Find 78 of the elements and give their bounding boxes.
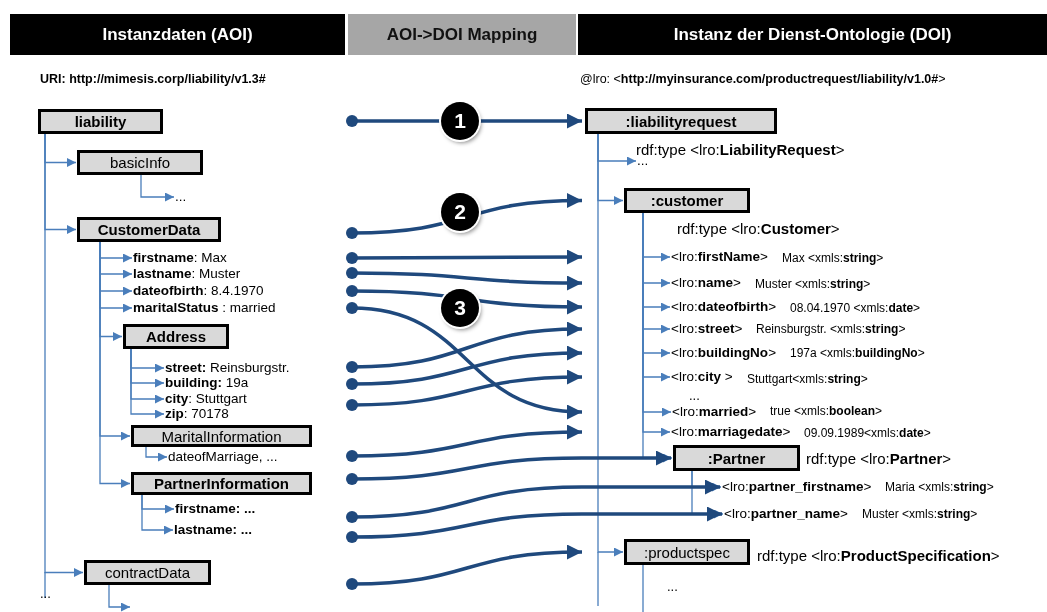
mapping-arrow bbox=[346, 267, 582, 291]
mapping-arrow bbox=[346, 321, 583, 373]
type-text: Muster <xmls:string> bbox=[755, 277, 871, 292]
tree-arrow bbox=[44, 133, 84, 577]
property-text: <lro:partner_name> bbox=[724, 506, 848, 522]
type-text: 197a <xmls:buildingNo> bbox=[790, 346, 925, 361]
property-text: <lro:street> bbox=[671, 321, 743, 337]
property-text: <lro:partner_firstname> bbox=[722, 479, 872, 495]
mapping-arrow bbox=[346, 544, 583, 590]
property-text: building: 19a bbox=[165, 375, 249, 391]
tree-arrow bbox=[130, 348, 165, 419]
property-text: <lro:marriagedate> bbox=[671, 424, 791, 440]
property-text: dateofbirth: 8.4.1970 bbox=[133, 283, 264, 299]
type-text: 09.09.1989<xmls:date> bbox=[804, 426, 931, 441]
property-text: zip: 70178 bbox=[165, 406, 229, 422]
header-band: AOI->DOI Mapping bbox=[348, 14, 576, 55]
tree-arrow bbox=[597, 133, 624, 557]
callout-number: 2 bbox=[441, 193, 479, 231]
tree-arrow bbox=[642, 212, 673, 463]
class-box: Address bbox=[123, 324, 229, 349]
property-text: <lro:city > bbox=[671, 369, 733, 385]
type-text: 08.04.1970 <xmls:date> bbox=[790, 301, 921, 316]
property-text: <lro:name> bbox=[671, 275, 741, 291]
tree-arrow bbox=[140, 174, 175, 202]
property-text: ... bbox=[175, 189, 187, 205]
class-box: :Partner bbox=[673, 445, 800, 471]
type-text: rdf:type <lro:LiabilityRequest> bbox=[636, 141, 845, 159]
type-text: Reinsburgstr. <xmls:string> bbox=[756, 322, 906, 337]
property-text: firstname: Max bbox=[133, 250, 227, 266]
property-text: lastname: Muster bbox=[133, 266, 241, 282]
header-band: Instanzdaten (AOI) bbox=[10, 14, 345, 55]
property-text: <lro:married> bbox=[672, 404, 757, 420]
property-text: firstname: ... bbox=[175, 501, 256, 517]
mapping-arrow bbox=[346, 345, 583, 390]
property-text: <lro:dateofbirth> bbox=[671, 299, 777, 315]
property-text: dateofMarriage, ... bbox=[168, 449, 278, 465]
type-text: Maria <xmls:string> bbox=[885, 480, 994, 495]
ellipsis-text: ... bbox=[689, 388, 700, 404]
type-text: true <xmls:boolean> bbox=[770, 404, 883, 419]
property-text: street: Reinsburgstr. bbox=[165, 360, 290, 376]
type-text: rdf:type <lro:Customer> bbox=[677, 220, 840, 238]
class-box: liability bbox=[38, 109, 163, 134]
tree-arrow bbox=[145, 446, 168, 462]
mapping-arrow bbox=[346, 249, 582, 265]
type-text: Max <xmls:string> bbox=[782, 251, 884, 266]
type-text: rdf:type <lro:Partner> bbox=[806, 450, 952, 468]
property-text: <lro:buildingNo> bbox=[671, 345, 776, 361]
ellipsis-text: ... bbox=[667, 579, 678, 595]
class-box: :liabilityrequest bbox=[585, 108, 777, 134]
class-box: :productspec bbox=[624, 539, 750, 565]
class-box: PartnerInformation bbox=[131, 472, 312, 495]
type-text: rdf:type <lro:ProductSpecification> bbox=[757, 547, 1000, 565]
property-text: city: Stuttgart bbox=[165, 391, 247, 407]
class-box: basicInfo bbox=[77, 150, 203, 175]
property-text: maritalStatus : married bbox=[133, 300, 276, 316]
tree-arrow bbox=[108, 584, 131, 612]
mapping-arrow bbox=[346, 479, 720, 523]
tree-arrow bbox=[141, 494, 174, 535]
property-text: <lro:firstName> bbox=[671, 249, 768, 265]
tree-arrow bbox=[99, 241, 131, 488]
mapping-arrow bbox=[346, 302, 583, 419]
mapping-arrow bbox=[346, 369, 583, 411]
class-box: contractData bbox=[84, 560, 211, 585]
type-text: Muster <xmls:string> bbox=[862, 507, 978, 522]
callout-number: 3 bbox=[441, 289, 479, 327]
namespace-text: @lro: <http://myinsurance.com/productrequest/liability/v1.0#> bbox=[580, 71, 946, 87]
class-box: :customer bbox=[624, 188, 750, 213]
class-box: MaritalInformation bbox=[131, 425, 312, 447]
property-text: lastname: ... bbox=[174, 522, 253, 538]
ellipsis-text: ... bbox=[40, 586, 51, 602]
callout-number: 1 bbox=[441, 102, 479, 140]
mapping-arrow bbox=[346, 424, 583, 462]
class-box: CustomerData bbox=[77, 217, 221, 242]
mapping-arrow bbox=[346, 450, 671, 485]
type-text: Stuttgart<xmls:string> bbox=[747, 372, 868, 387]
header-band: Instanz der Dienst-Ontologie (DOI) bbox=[578, 14, 1047, 55]
namespace-text: URI: http://mimesis.corp/liability/v1.3# bbox=[40, 71, 266, 87]
mapping-arrow bbox=[346, 506, 722, 543]
